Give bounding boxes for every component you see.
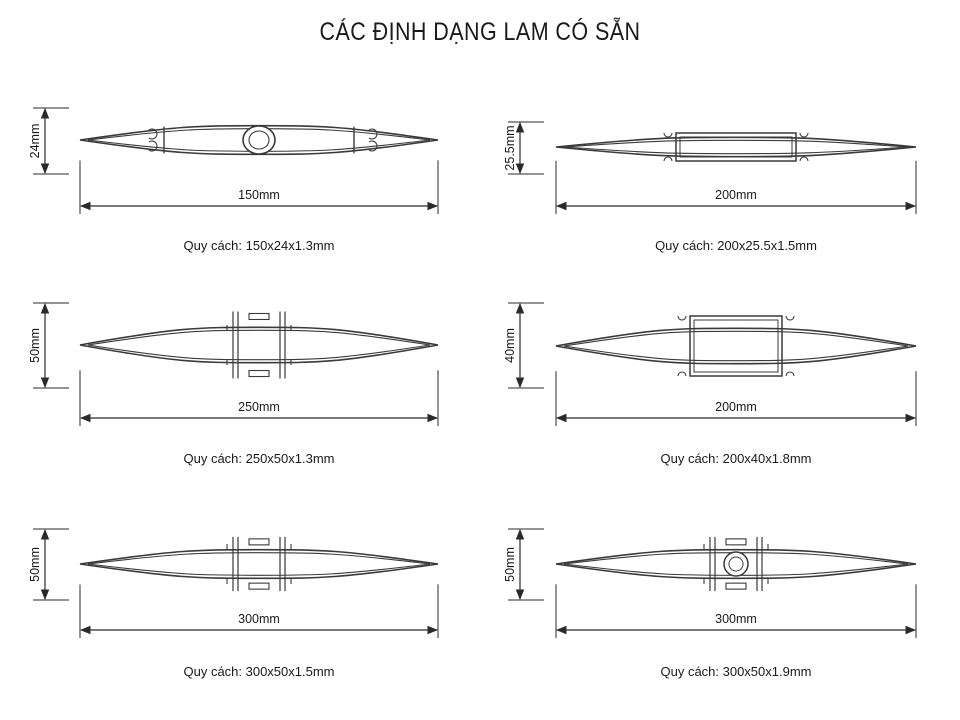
profile-outline xyxy=(79,326,439,364)
height-label: 24mm xyxy=(28,124,42,159)
core-circle xyxy=(723,551,749,577)
profile-inner-outline xyxy=(563,139,909,155)
page-title: CÁC ĐỊNH DẠNG LAM CÓ SẴN xyxy=(319,18,641,46)
width-label: 300mm xyxy=(715,612,757,626)
width-label: 300mm xyxy=(238,612,280,626)
spec-label: Quy cách: 300x50x1.5mm xyxy=(183,664,334,679)
profile-outline xyxy=(79,124,439,156)
profile-outline xyxy=(555,327,917,365)
core-box xyxy=(675,132,797,162)
profile-inner-outline xyxy=(563,552,909,576)
profile-outline xyxy=(555,548,917,580)
height-label: 50mm xyxy=(28,328,42,363)
height-label: 50mm xyxy=(503,547,517,582)
width-label: 200mm xyxy=(715,188,757,202)
spec-label: Quy cách: 300x50x1.9mm xyxy=(660,664,811,679)
profile-inner-outline xyxy=(563,330,909,362)
profile-inner-outline xyxy=(87,329,431,361)
height-label: 25.5mm xyxy=(503,125,517,170)
spec-label: Quy cách: 200x25.5x1.5mm xyxy=(655,238,817,253)
spec-label: Quy cách: 150x24x1.3mm xyxy=(183,238,334,253)
core-circle xyxy=(242,125,276,155)
width-label: 250mm xyxy=(238,400,280,414)
profile-inner-outline xyxy=(87,128,431,152)
spec-label: Quy cách: 200x40x1.8mm xyxy=(660,451,811,466)
width-label: 200mm xyxy=(715,400,757,414)
width-label: 150mm xyxy=(238,188,280,202)
core-box xyxy=(689,315,783,377)
height-label: 40mm xyxy=(503,328,517,363)
height-label: 50mm xyxy=(28,547,42,582)
spec-label: Quy cách: 250x50x1.3mm xyxy=(183,451,334,466)
profile-inner-outline xyxy=(87,552,431,576)
profile-outline xyxy=(79,548,439,580)
profile-outline xyxy=(555,136,917,158)
